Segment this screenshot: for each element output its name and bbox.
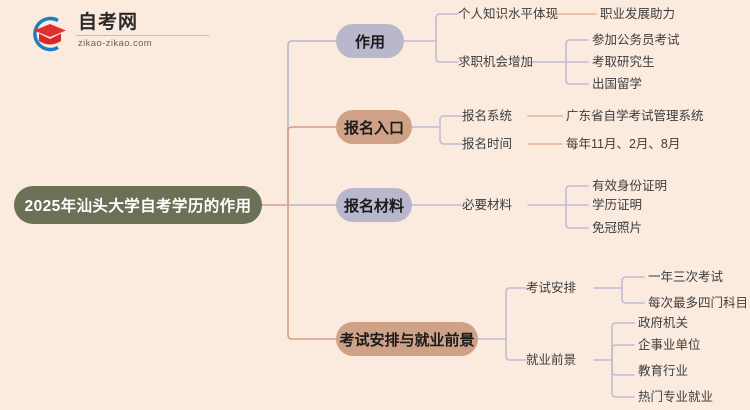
branch-node-baomingcailiao[interactable]: 报名材料 [336,188,412,222]
sub-node-jiuye-qianjing[interactable]: 就业前景 [526,353,577,367]
leaf-chuguo-liuxue[interactable]: 出国留学 [592,77,643,91]
sub-node-geren-zhishi[interactable]: 个人知识水平体现 [458,7,559,21]
branch-node-baomingrukou[interactable]: 报名入口 [336,110,412,144]
sub-node-baoming-shijian[interactable]: 报名时间 [462,137,513,151]
leaf-meici-simen[interactable]: 每次最多四门科目 [648,296,749,310]
logo-divider [76,35,209,36]
leaf-yanjiusheng[interactable]: 考取研究生 [592,55,655,69]
leaf-gongwuyuan[interactable]: 参加公务员考试 [592,33,680,47]
leaf-shenfen-zhengming[interactable]: 有效身份证明 [592,179,668,193]
leaf-baoming-yuefen[interactable]: 每年11月、2月、8月 [566,137,681,151]
leaf-jiaoyu-hangye[interactable]: 教育行业 [638,364,689,378]
sub-node-baoming-xitong[interactable]: 报名系统 [462,109,513,123]
logo-name: 自考网 [78,12,139,33]
graduation-cap-icon [28,14,70,54]
leaf-yinian-sanci[interactable]: 一年三次考试 [648,270,724,284]
leaf-xueli-zhengming[interactable]: 学历证明 [592,198,643,212]
logo-text: 自考网 zikao-zikao.com [76,12,211,50]
logo-url: zikao-zikao.com [78,38,153,49]
sub-node-qiuzhi-jihui[interactable]: 求职机会增加 [458,55,534,69]
leaf-zhengfu-jiguan[interactable]: 政府机关 [638,316,689,330]
leaf-mianguan-zhaopian[interactable]: 免冠照片 [592,221,643,235]
root-node[interactable]: 2025年汕头大学自考学历的作用 [14,186,262,224]
leaf-qishiye-danwei[interactable]: 企事业单位 [638,338,701,352]
leaf-guangdong-xitong[interactable]: 广东省自学考试管理系统 [566,109,704,123]
sub-node-kaoshi-anpai[interactable]: 考试安排 [526,281,577,295]
sub-node-biyao-cailiao[interactable]: 必要材料 [462,198,513,212]
leaf-zhiye-fazhan[interactable]: 职业发展助力 [600,7,676,21]
site-logo[interactable]: 自考网 zikao-zikao.com [28,12,218,56]
branch-node-kaoshianpai-jiuye[interactable]: 考试安排与就业前景 [336,322,478,356]
branch-node-zuoyong[interactable]: 作用 [336,24,404,58]
leaf-remen-zhuanye[interactable]: 热门专业就业 [638,390,714,404]
